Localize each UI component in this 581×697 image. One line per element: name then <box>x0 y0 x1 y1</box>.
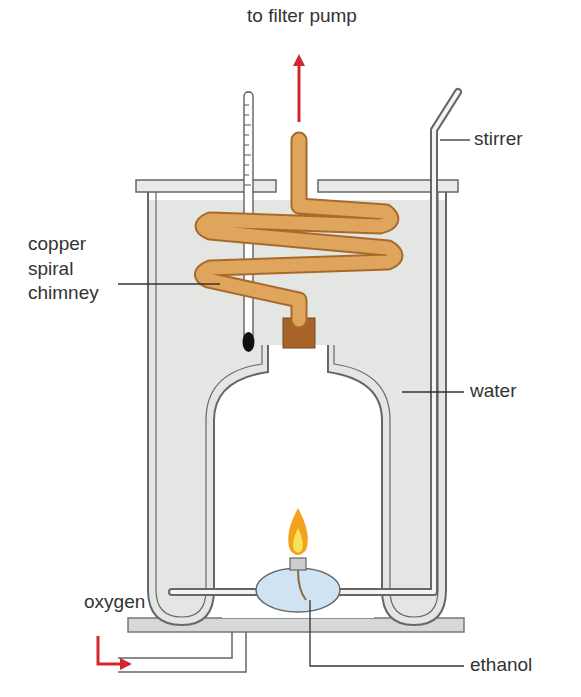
oxygen-pipe <box>118 632 246 672</box>
stirrer <box>172 92 458 592</box>
leader-line <box>402 391 464 392</box>
bell-jar <box>222 352 374 618</box>
flow-arrow <box>298 60 301 122</box>
part-label: stirrer <box>474 127 574 152</box>
part-label: to filter pump <box>222 4 382 29</box>
leader-line <box>118 283 220 284</box>
flame-core <box>293 528 303 553</box>
part-label: water <box>470 379 570 404</box>
wick-holder <box>290 558 306 570</box>
wick <box>298 570 306 600</box>
thermometer-bulb <box>243 332 255 352</box>
flame <box>288 508 308 555</box>
oxygen-arrow <box>98 636 126 664</box>
copper-spiral <box>202 140 395 320</box>
leader-line <box>310 600 464 666</box>
beaker-rim <box>136 180 276 192</box>
part-label: oxygen <box>84 590 184 615</box>
part-label: copper spiral chimney <box>28 232 114 306</box>
leader-line <box>440 139 470 140</box>
part-label: ethanol <box>470 653 570 678</box>
spirit-lamp <box>256 568 340 612</box>
